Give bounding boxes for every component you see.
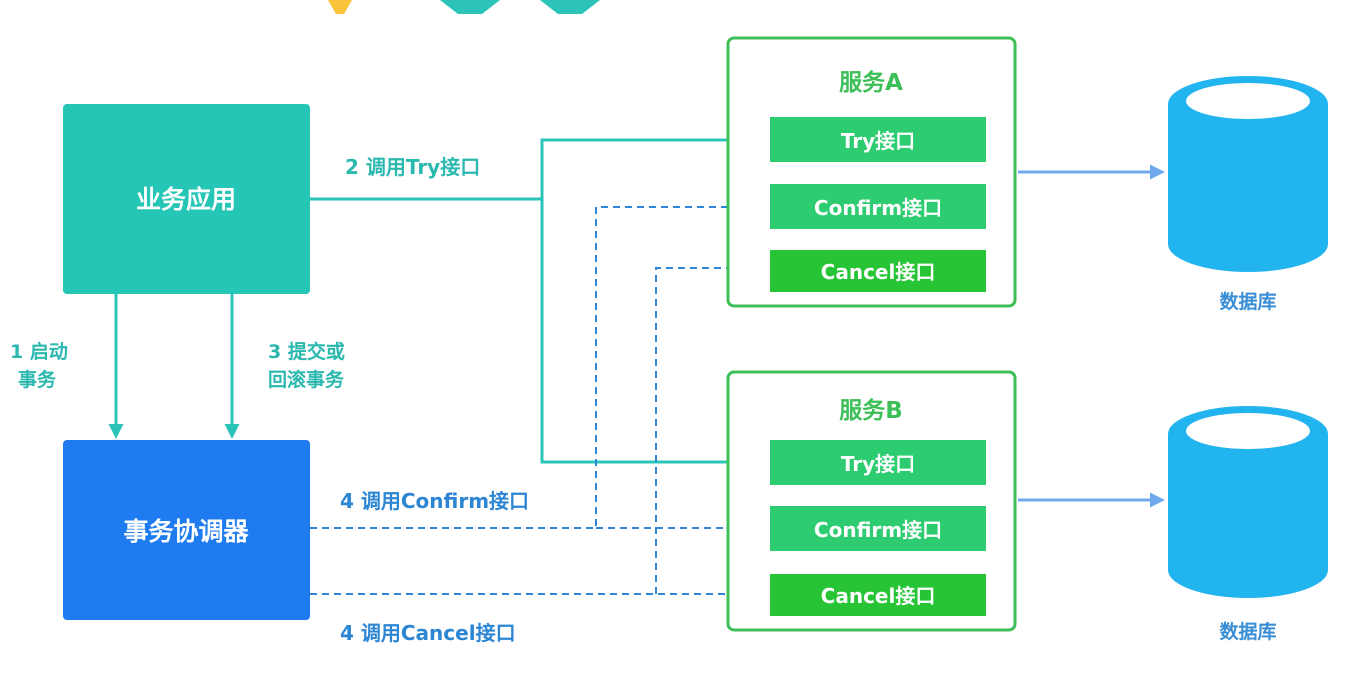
database-b-label: 数据库 <box>1219 620 1276 643</box>
service-b-frame <box>726 370 1017 632</box>
database-b-top-inner <box>1186 413 1310 449</box>
database-a: 数据库 <box>1168 76 1328 313</box>
service-b: 服务B Try接口 Confirm接口 Cancel接口 <box>726 370 1017 632</box>
service-b-try-interface <box>770 440 986 485</box>
app-box <box>63 104 310 294</box>
service-b-cancel-interface <box>770 574 986 616</box>
cancel-call-label: 4 调用Cancel接口 <box>340 621 516 645</box>
start-label-line2: 事务 <box>18 368 57 391</box>
app-label: 业务应用 <box>136 185 236 214</box>
service-a-confirm-interface <box>770 184 986 229</box>
service-b-confirm-label: Confirm接口 <box>814 518 942 542</box>
database-a-label: 数据库 <box>1219 290 1276 313</box>
decorative-stripe-teal <box>440 0 500 14</box>
database-b-body <box>1168 434 1328 598</box>
service-a-cancel-label: Cancel接口 <box>821 260 936 284</box>
coordinator-label: 事务协调器 <box>123 517 249 546</box>
try-call-label: 2 调用Try接口 <box>345 155 480 179</box>
service-a-frame <box>726 36 1017 308</box>
app-node: 业务应用 <box>63 104 310 294</box>
start-label-line1: 1 启动 <box>10 340 68 363</box>
service-b-title: 服务B <box>839 398 903 424</box>
service-b-cancel-label: Cancel接口 <box>821 584 936 608</box>
commit-label-line2: 回滚事务 <box>268 368 345 391</box>
service-a-try-label: Try接口 <box>841 129 915 153</box>
confirm-call-label: 4 调用Confirm接口 <box>340 489 529 513</box>
decorative-stripe-orange <box>328 0 352 14</box>
service-b-try-label: Try接口 <box>841 452 915 476</box>
service-a-try-interface <box>770 117 986 162</box>
service-a: 服务A Try接口 Confirm接口 Cancel接口 <box>726 36 1017 308</box>
try-call-to-service-b <box>540 199 767 470</box>
service-a-cancel-interface <box>770 250 986 292</box>
database-a-top-inner <box>1186 83 1310 119</box>
try-call-to-service-a <box>540 132 767 199</box>
coordinator-node: 事务协调器 <box>63 440 310 620</box>
service-a-title: 服务A <box>839 70 903 96</box>
decorative-stripe-teal-2 <box>540 0 600 14</box>
coordinator-box <box>63 440 310 620</box>
service-b-confirm-interface <box>770 506 986 551</box>
database-a-body <box>1168 104 1328 272</box>
commit-label-line1: 3 提交或 <box>268 340 345 363</box>
database-b: 数据库 <box>1168 406 1328 643</box>
confirm-call-to-service-a <box>310 202 766 529</box>
service-a-confirm-label: Confirm接口 <box>814 196 942 220</box>
